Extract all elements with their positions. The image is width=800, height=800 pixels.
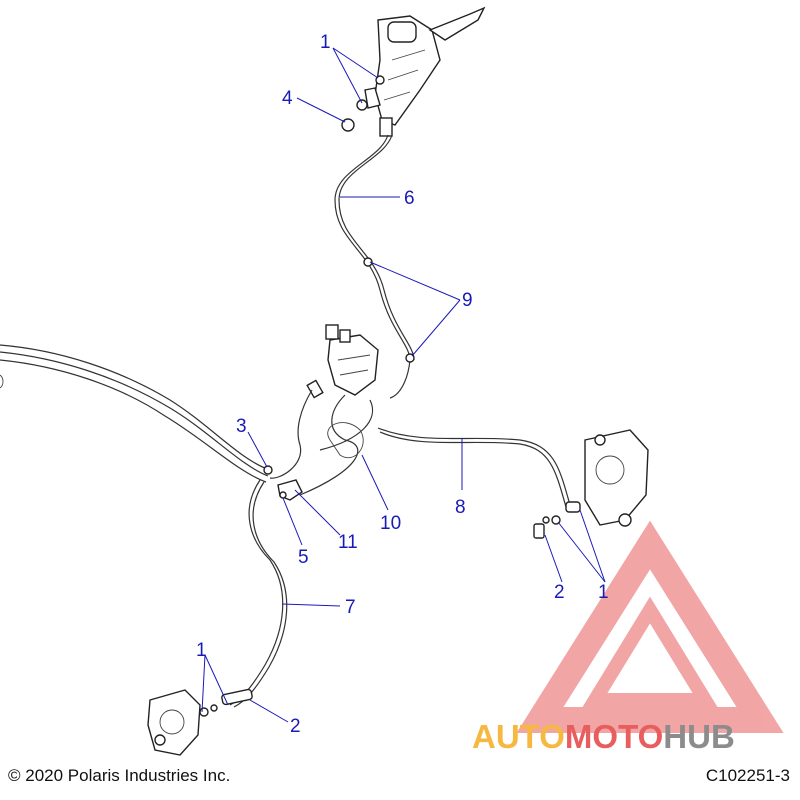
- callout-9: 9: [462, 290, 473, 311]
- callout-10: 10: [380, 513, 401, 534]
- line-clip: [263, 465, 273, 475]
- callout-1: 1: [320, 32, 331, 53]
- right-caliper: [533, 429, 649, 539]
- junction-block: [306, 324, 379, 399]
- retainer-loop: [327, 422, 364, 458]
- callout-8: 8: [455, 497, 466, 518]
- callout-11: 11: [338, 532, 358, 553]
- callout-1: 1: [598, 582, 609, 603]
- callout-5: 5: [298, 547, 309, 568]
- watermark-hub: HUB: [663, 718, 735, 755]
- callout-1: 1: [196, 640, 207, 661]
- callout-4: 4: [282, 88, 293, 109]
- drawing-number: C102251-3: [705, 766, 790, 785]
- brake-hose-8: [377, 427, 571, 506]
- watermark-text: AUTOMOTOHUB: [472, 718, 735, 756]
- rear-brake-lines: [0, 344, 271, 471]
- brake-hose-7: [229, 479, 284, 706]
- clip: [279, 491, 287, 499]
- master-cylinder: [341, 6, 486, 137]
- callout-2: 2: [290, 716, 301, 737]
- left-caliper: [147, 688, 253, 756]
- callout-6: 6: [404, 188, 415, 209]
- watermark-logo: [516, 520, 784, 733]
- brake-hose-6: [334, 134, 411, 399]
- watermark-auto: AUTO: [472, 718, 565, 755]
- leader-lines: [201, 47, 606, 723]
- callout-2: 2: [554, 582, 565, 603]
- callout-7: 7: [345, 597, 356, 618]
- callout-3: 3: [236, 416, 247, 437]
- watermark-moto: MOTO: [564, 718, 664, 755]
- hose-clip: [363, 257, 373, 267]
- copyright-notice: © 2020 Polaris Industries Inc.: [8, 766, 231, 785]
